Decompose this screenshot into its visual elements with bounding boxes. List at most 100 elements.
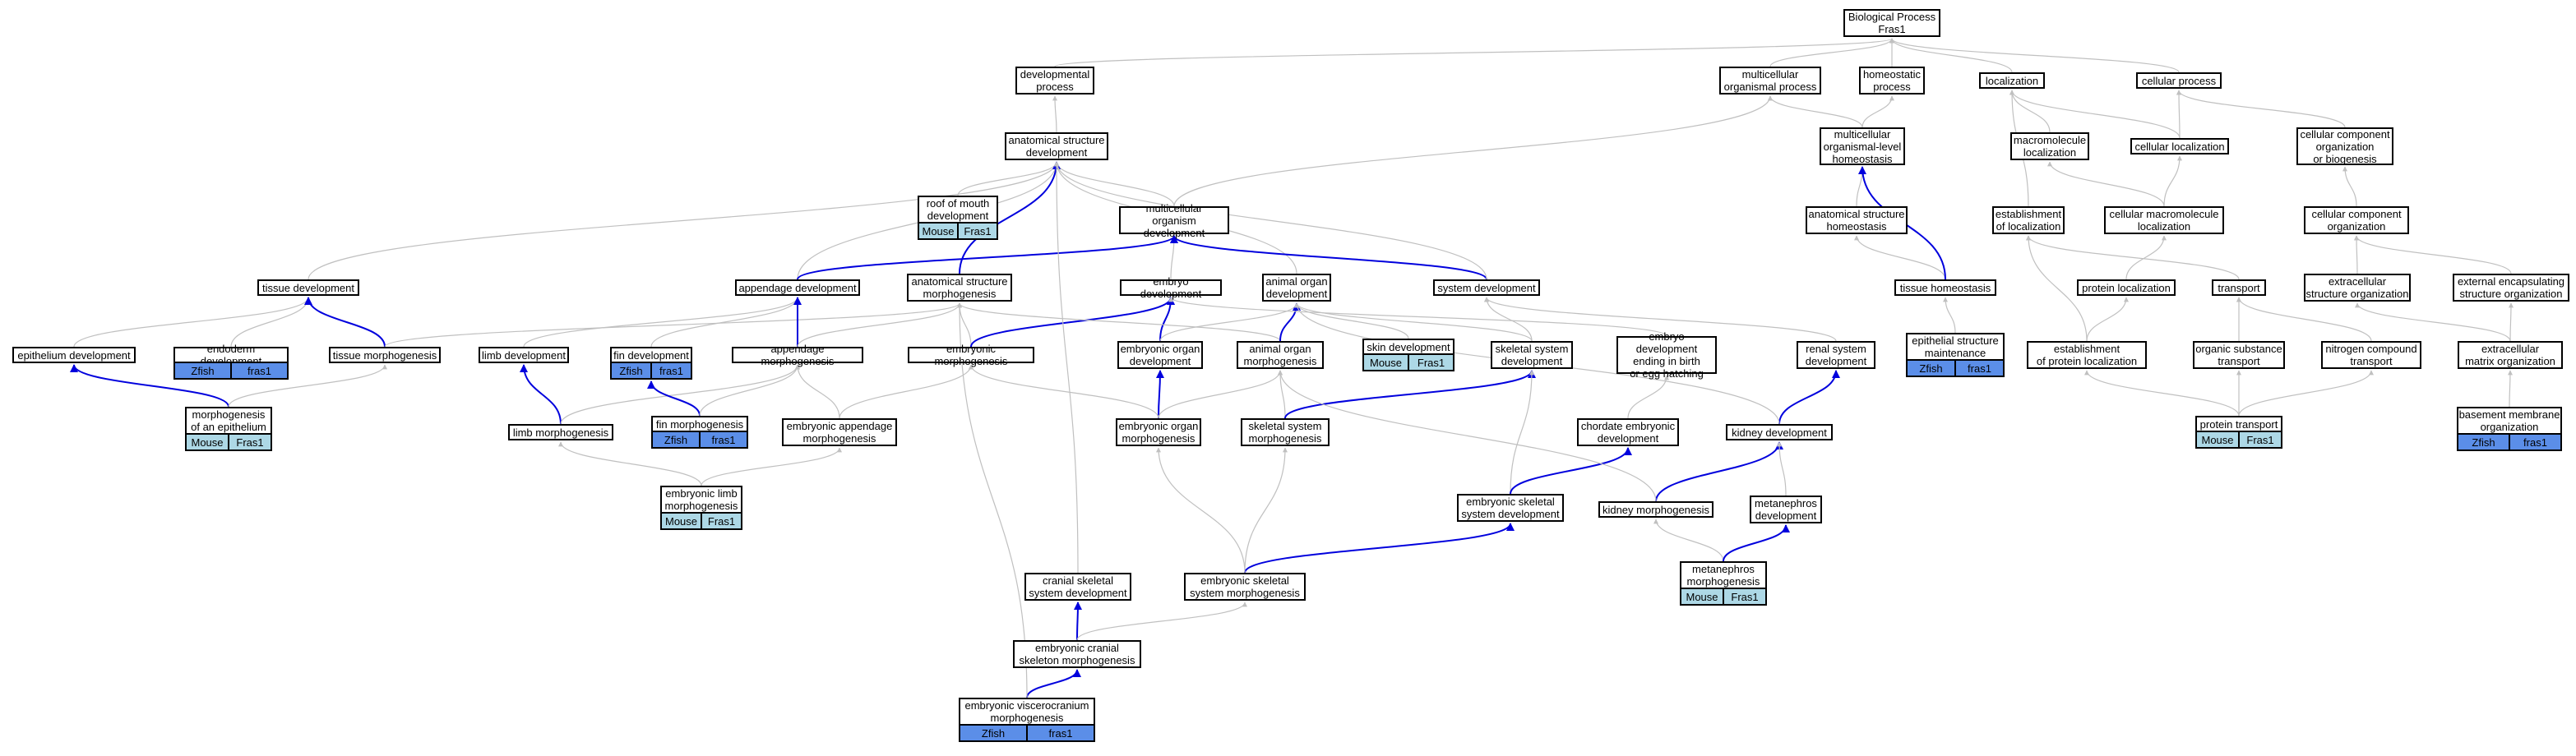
go-term-cranial-skel-dev[interactable]: cranial skeletal system development [1024,573,1131,601]
go-term-skeletal-morph[interactable]: skeletal system morphogenesis [1241,418,1330,446]
go-term-fin-morph[interactable]: fin morphogenesis [651,416,748,432]
go-term-cell-macro-loc[interactable]: cellular macromolecule localization [2104,206,2224,234]
go-term-anat-morph[interactable]: anatomical structure morphogenesis [907,274,1012,302]
go-term-label: anatomical structure development [1008,134,1105,159]
go-term-animal-organ-dev[interactable]: animal organ development [1262,274,1331,302]
go-term-chordate-emb[interactable]: chordate embryonic development [1577,418,1679,446]
go-term-basement-mem[interactable]: basement membrane organization [2457,407,2562,435]
go-term-anat-dev[interactable]: anatomical structure development [1005,132,1108,160]
go-term-label: embryo development ending in birth or eg… [1630,330,1704,380]
go-term-renal-dev[interactable]: renal system development [1797,341,1875,369]
go-term-ccob[interactable]: cellular component organization or bioge… [2296,127,2393,165]
edge-emb_cranial_morph-to-emb_skel_morph [1076,602,1247,641]
go-term-ext-encap[interactable]: external encapsulating structure organiz… [2453,274,2569,302]
go-term-roof-mouth[interactable]: roof of mouth development [918,196,998,224]
go-term-emb-limb-morph[interactable]: embryonic limb morphogenesis [660,486,742,514]
go-term-epith-maint[interactable]: epithelial structure maintenance [1906,333,2005,361]
edge-protein_loc-to-cell_macro_loc [2125,235,2167,280]
edge-endoderm_dev-to-tissue_dev [230,297,311,348]
go-term-ec-struct-org[interactable]: extracellular structure organization [2304,274,2411,302]
go-term-skeletal-dev[interactable]: skeletal system development [1491,341,1573,369]
go-term-homeo-proc[interactable]: homeostatic process [1859,67,1925,94]
go-term-emb-append-morph[interactable]: embryonic appendage morphogenesis [782,418,897,446]
go-term-kidney-morph[interactable]: kidney morphogenesis [1598,501,1713,518]
go-term-epith-dev[interactable]: epithelium development [12,347,136,363]
go-term-macro-loc[interactable]: macromolecule localization [2010,132,2089,160]
edge-nitrogen_transport-to-transport [2236,297,2372,342]
go-term-cell-loc[interactable]: cellular localization [2130,138,2229,154]
go-term-skin-dev[interactable]: skin development [1362,339,1454,355]
go-term-label: embryonic limb morphogenesis [664,487,738,512]
go-term-fin-dev[interactable]: fin development [610,347,692,363]
go-term-org-sub-transport[interactable]: organic substance transport [2193,341,2285,369]
go-term-system-dev[interactable]: system development [1433,279,1540,296]
go-term-metaneph-dev[interactable]: metanephros development [1750,496,1822,523]
go-term-tissue-homeo[interactable]: tissue homeostasis [1894,279,1996,296]
go-term-label: embryonic skeletal system development [1461,496,1560,520]
go-term-ecm-org[interactable]: extracellular matrix organization [2458,341,2563,369]
go-term-label: cellular component organization or bioge… [2300,127,2390,165]
go-term-cell-proc[interactable]: cellular process [2136,72,2222,89]
go-term-emb-morph[interactable]: embryonic morphogenesis [908,343,1034,367]
go-term-dev-proc[interactable]: developmental process [1015,67,1094,94]
go-term-label: nitrogen compound transport [2325,343,2417,367]
go-term-localization[interactable]: localization [1979,72,2045,89]
go-term-nitrogen-transport[interactable]: nitrogen compound transport [2321,341,2421,369]
go-term-tissue-morph[interactable]: tissue morphogenesis [329,347,441,363]
go-term-multi-org-proc[interactable]: multicellular organismal process [1719,67,1821,94]
go-term-protein-loc[interactable]: protein localization [2077,279,2176,296]
go-term-emb-organ-morph[interactable]: embryonic organ morphogenesis [1116,418,1201,446]
go-term-label: anatomical structure morphogenesis [911,275,1008,300]
go-term-emb-viscero-morph[interactable]: embryonic viscerocranium morphogenesis [959,698,1095,726]
go-term-morph-epith[interactable]: morphogenesis of an epithelium [185,407,272,435]
edge-system_dev-to-multi_org_dev [1170,235,1487,280]
edge-cell_proc-to-bp [1889,38,2180,73]
go-term-embryo-birth[interactable]: embryo development ending in birth or eg… [1616,330,1717,380]
go-term-animal-organ-morph[interactable]: animal organ morphogenesis [1237,341,1324,369]
go-term-label: appendage development [738,281,857,294]
go-term-metaneph-morph[interactable]: metanephros morphogenesis [1680,561,1767,589]
go-term-tissue-dev[interactable]: tissue development [257,279,359,296]
go-term-anat-homeo[interactable]: anatomical structure homeostasis [1806,206,1908,234]
go-term-label: fin development [613,348,689,362]
edge-cell_macro_loc-to-macro_loc [2047,161,2165,207]
go-term-protein-transport[interactable]: protein transport [2195,416,2282,432]
go-term-embryo-dev[interactable]: embryo development [1120,275,1222,300]
go-term-emb-cranial-morph[interactable]: embryonic cranial skeleton morphogenesis [1013,640,1141,668]
go-term-multi-homeo[interactable]: multicellular organismal-level homeostas… [1820,127,1905,165]
go-term-label: fin morphogenesis [655,417,744,431]
go-term-cc-org[interactable]: cellular component organization [2304,206,2409,234]
go-term-label: metanephros morphogenesis [1686,563,1760,588]
go-term-multi-org-dev[interactable]: multicellular organism development [1119,202,1229,239]
go-term-label: protein transport [2199,417,2278,431]
go-term-emb-skel-dev[interactable]: embryonic skeletal system development [1457,494,1564,522]
go-term-transport[interactable]: transport [2212,279,2266,296]
edge-tissue_dev-to-anat_dev [308,161,1059,280]
gene-label: Fras1 [957,224,997,238]
go-term-emb-organ-dev[interactable]: embryonic organ development [1117,341,1203,369]
edge-animal_organ_morph-to-animal_organ_dev [1279,302,1301,342]
go-term-limb-dev[interactable]: limb development [479,347,569,363]
go-term-append-morph[interactable]: appendage morphogenesis [732,343,863,367]
edge-emb_skel_morph-to-skeletal_morph [1244,447,1288,574]
edge-multi_homeo-to-multi_org_proc [1768,95,1863,128]
go-term-endoderm-dev[interactable]: endoderm development [173,343,289,367]
species-label: Zfish [960,726,1026,740]
go-term-estab-loc[interactable]: establishment of localization [1992,206,2065,234]
go-term-limb-morph[interactable]: limb morphogenesis [508,424,613,440]
go-term-bp[interactable]: Biological Process Fras1 [1843,9,1940,37]
edge-localization-to-bp [1889,38,2013,73]
go-term-append-dev[interactable]: appendage development [735,279,860,296]
go-term-label: developmental process [1020,68,1090,93]
go-term-kidney-dev[interactable]: kidney development [1726,424,1833,440]
go-term-estab-prot-loc[interactable]: establishment of protein localization [2027,341,2147,369]
go-term-emb-skel-morph[interactable]: embryonic skeletal system morphogenesis [1184,573,1306,601]
gene-label: Fras1 [1408,355,1453,370]
go-term-label: basement membrane organization [2458,408,2560,433]
